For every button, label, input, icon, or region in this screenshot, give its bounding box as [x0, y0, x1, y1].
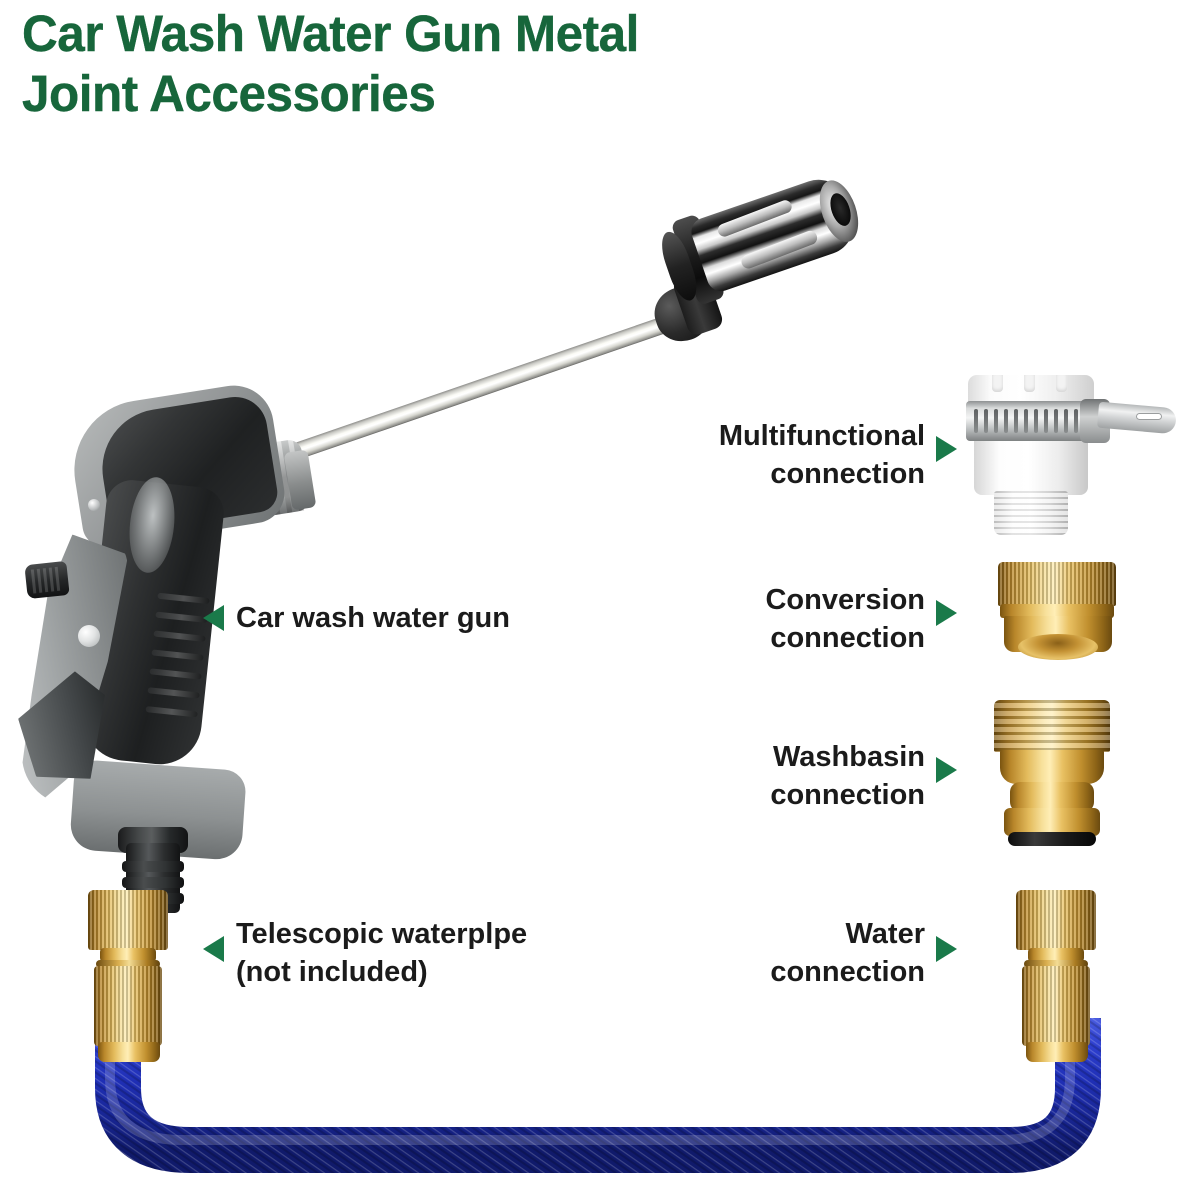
hose-tube [95, 1008, 1101, 1173]
washbasin-collar [1004, 808, 1100, 836]
arrow-telescopic-waterpipe [203, 936, 224, 962]
label-water-connection: Water connection [770, 918, 925, 988]
hose-left-knurled-nut [88, 890, 168, 950]
washbasin-waist [1010, 782, 1094, 812]
product-conversion-connection [998, 562, 1128, 662]
washbasin-male-thread [994, 700, 1110, 752]
hose-left-neck [100, 948, 156, 962]
mf-threaded-outlet [994, 491, 1068, 535]
page-title-line-1: Car Wash Water Gun Metal [22, 5, 640, 62]
label-car-wash-water-gun: Car wash water gun [236, 602, 510, 634]
spray-nozzle-head [656, 163, 866, 306]
flow-adjust-knob[interactable] [24, 560, 70, 600]
conversion-bore [1018, 634, 1098, 660]
hose-right-knurled-nut [1016, 890, 1096, 950]
product-washbasin-connection [986, 700, 1126, 850]
hose-right-neck [1028, 948, 1084, 962]
hose-right-ring [1024, 960, 1088, 968]
hose-left-foot [98, 1042, 160, 1062]
mf-plastic-body [974, 437, 1088, 495]
hose-right-foot [1026, 1042, 1088, 1062]
conversion-band [1000, 604, 1114, 618]
arrow-car-wash-water-gun [203, 605, 224, 631]
hose-fitting-right [1010, 890, 1110, 1070]
washbasin-rubber-washer [1008, 832, 1096, 846]
page-title: Car Wash Water Gun Metal Joint Accessori… [22, 4, 922, 124]
hose-fitting-left [82, 890, 182, 1070]
product-multifunctional-connection [966, 375, 1198, 550]
trigger-pivot-icon [88, 499, 100, 511]
hose-right-barrel [1022, 966, 1090, 1046]
quick-connector-rib-1 [122, 861, 184, 872]
label-conversion-connection: Conversion connection [765, 584, 925, 654]
conversion-knurled-nut [998, 562, 1116, 606]
hose-left-barrel [94, 966, 162, 1046]
washbasin-shoulder [1000, 750, 1104, 784]
page-title-line-2: Joint Accessories [22, 65, 436, 122]
arrow-water-connection [936, 936, 957, 962]
arrow-multifunctional-connection [936, 436, 957, 462]
product-telescopic-hose [0, 1000, 1200, 1200]
hose-left-ring [96, 960, 160, 968]
arrow-washbasin-connection [936, 757, 957, 783]
gun-body [22, 379, 289, 913]
label-multifunctional-connection: Multifunctional connection [718, 420, 925, 490]
mf-lever-slot-icon [1136, 413, 1162, 420]
arrow-conversion-connection [936, 600, 957, 626]
trigger-pin-icon [78, 625, 100, 647]
mf-hose-clamp [966, 401, 1098, 441]
label-telescopic-waterpipe: Telescopic waterplpe (not included) [236, 918, 528, 988]
quick-connector-rib-2 [122, 877, 184, 888]
label-washbasin-connection: Washbasin connection [770, 741, 925, 811]
